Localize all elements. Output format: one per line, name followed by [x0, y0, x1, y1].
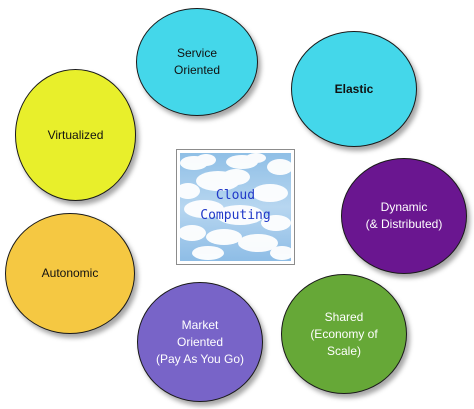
circle-label: Shared (Economy of Scale) — [310, 309, 378, 358]
virtualized-circle: Virtualized — [15, 69, 136, 201]
elastic-circle: Elastic — [291, 31, 417, 147]
circle-label: Market Oriented (Pay As You Go) — [155, 317, 245, 366]
clouds-icon — [180, 153, 291, 260]
dynamic-distributed-circle: Dynamic (& Distributed) — [341, 158, 467, 274]
cloud-computing-image: Cloud Computing — [176, 149, 295, 265]
circle-label: Virtualized — [47, 127, 104, 142]
circle-label: Elastic — [334, 81, 374, 96]
market-oriented-circle: Market Oriented (Pay As You Go) — [137, 282, 263, 402]
circle-label: Autonomic — [41, 266, 99, 280]
shared-economy-circle: Shared (Economy of Scale) — [281, 274, 407, 394]
service-oriented-circle: Service Oriented — [136, 8, 258, 116]
center-label: Cloud Computing — [200, 188, 271, 223]
autonomic-circle: Autonomic — [5, 213, 135, 334]
circle-label: Service Oriented — [173, 46, 221, 77]
circle-label: Dynamic (& Distributed) — [365, 200, 443, 231]
sky-background: Cloud Computing — [180, 153, 291, 261]
